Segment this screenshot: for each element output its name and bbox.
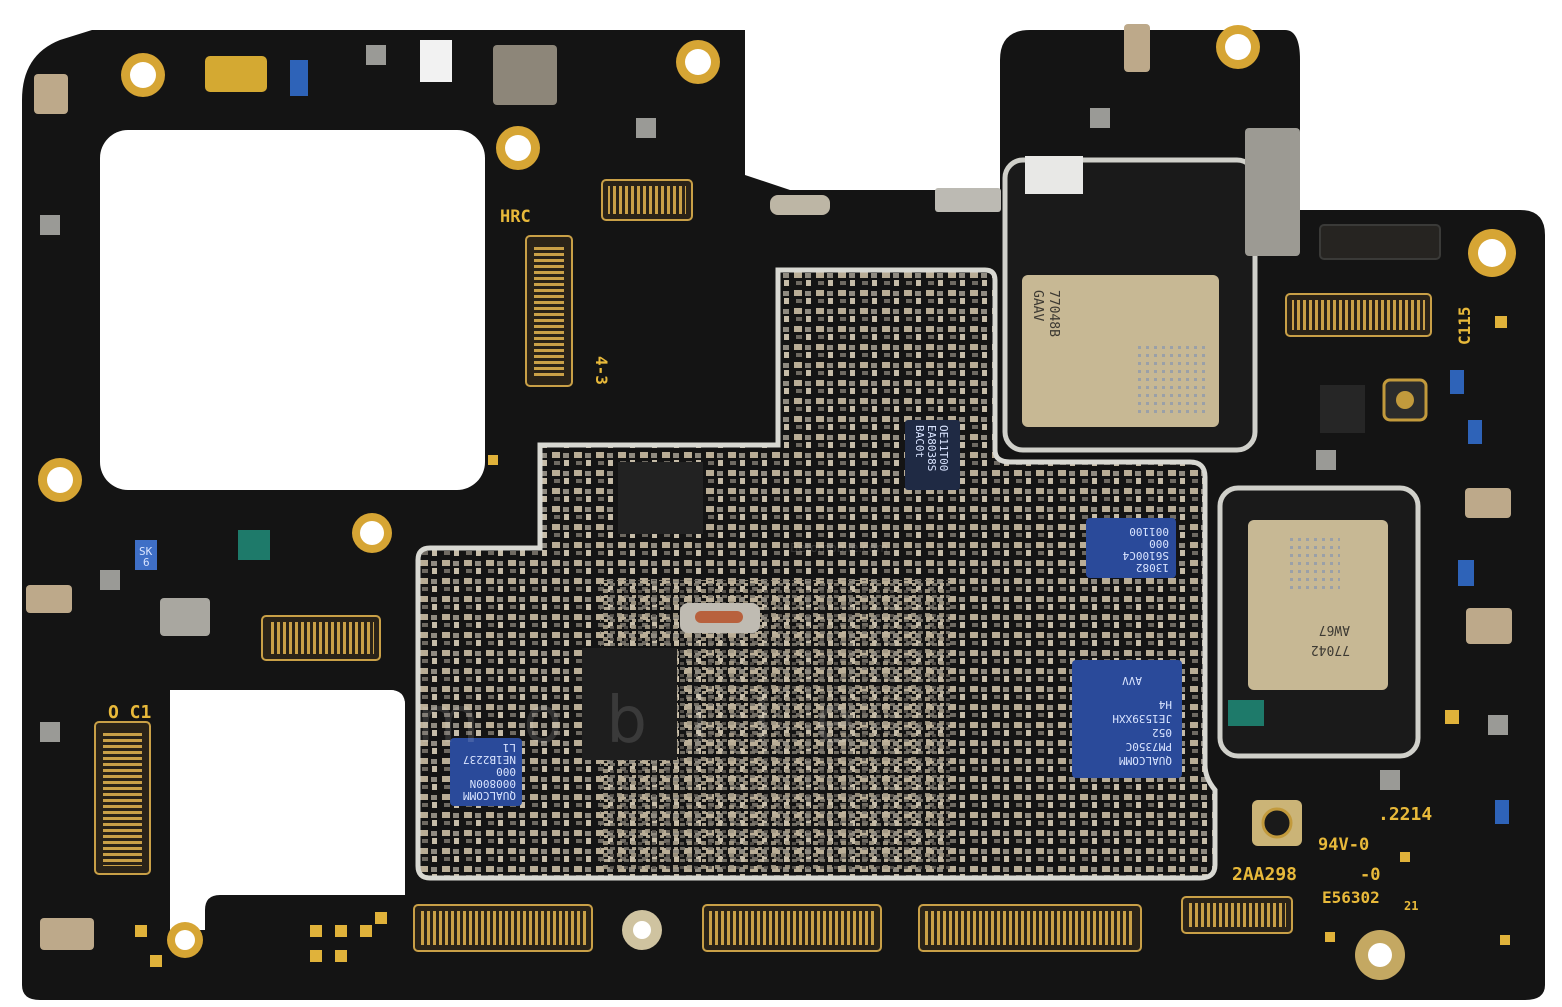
svg-text:77048B: 77048B — [1046, 290, 1061, 337]
gold-test-pads — [135, 316, 1510, 967]
rf-chip-top-marking: 77048B GAAV — [1030, 290, 1061, 337]
rf-chip-right-marking: 77042 AW67 — [1311, 622, 1350, 657]
svg-text:OE11T00: OE11T00 — [937, 425, 950, 471]
svg-text:77042: 77042 — [1311, 642, 1350, 657]
rf-chip-right — [1248, 520, 1388, 690]
svg-text:052: 052 — [1152, 726, 1172, 739]
svg-text:000: 000 — [1149, 537, 1169, 550]
svg-text:NE1B2237: NE1B2237 — [463, 753, 516, 766]
svg-text:13082: 13082 — [1136, 561, 1169, 574]
svg-text:L1: L1 — [503, 741, 516, 754]
mounting-holes — [38, 25, 1516, 980]
svg-text:AW67: AW67 — [1319, 622, 1350, 637]
svg-text:QUALCOMM: QUALCOMM — [463, 789, 516, 802]
watermark-small: Betomobile.com — [790, 541, 888, 555]
svg-text:-0: -0 — [1360, 865, 1380, 885]
svg-text:001100: 001100 — [1129, 525, 1169, 538]
blue-small-chip: SK 6 — [139, 545, 153, 569]
svg-text:GAAV: GAAV — [1030, 290, 1045, 321]
svg-text:PM7350C: PM7350C — [1126, 740, 1172, 753]
svg-text:S6100C4: S6100C4 — [1122, 549, 1169, 562]
svg-text:C115: C115 — [1455, 306, 1474, 345]
blue-components — [135, 60, 1509, 824]
mid-qualcomm-chip: 13082 S6100C4 000 001100 — [1086, 518, 1176, 578]
svg-text:O C1: O C1 — [108, 702, 151, 723]
svg-text:QUALCOMM: QUALCOMM — [1119, 754, 1172, 767]
left-qualcomm-chip: QUALCOMM 000800N 000 NE1B2237 L1 — [450, 738, 522, 806]
board-connectors — [94, 179, 1441, 952]
silkscreen-labels: HRC 4-3 C115 O C1 .2214 94V-0 -0 2AA298 … — [108, 207, 1474, 913]
pmic-chip: QUALCOMM PM7350C 052 JE1539XXH H4 AVV — [1072, 660, 1182, 778]
svg-text:.2214: .2214 — [1378, 804, 1432, 825]
svg-text:000800N: 000800N — [470, 777, 516, 790]
svg-text:E56302: E56302 — [1322, 888, 1380, 907]
svg-text:4-3: 4-3 — [592, 356, 611, 385]
svg-text:94V-0: 94V-0 — [1318, 835, 1369, 855]
svg-text:HRC: HRC — [500, 207, 531, 227]
svg-text:H4: H4 — [1158, 698, 1172, 711]
black-ic-center — [582, 648, 677, 760]
svg-text:AVV: AVV — [1122, 674, 1142, 687]
spring-contacts — [26, 24, 1512, 950]
svg-text:JE1539XXH: JE1539XXH — [1112, 712, 1172, 725]
svg-text:6: 6 — [143, 556, 150, 569]
svg-text:21: 21 — [1404, 899, 1418, 913]
svg-text:BAC0t: BAC0t — [913, 425, 926, 458]
rf-coax-connectors — [40, 45, 1508, 846]
svg-text:2AA298: 2AA298 — [1232, 864, 1297, 885]
svg-text:EA8038S: EA8038S — [925, 425, 938, 471]
cutout-top-left — [100, 130, 485, 490]
watermark-text: rebmobile — [180, 684, 898, 758]
svg-text:000: 000 — [496, 765, 516, 778]
svg-text:SK: SK — [139, 545, 153, 558]
qfn-chip: OE11T00 EA8038S BAC0t — [905, 420, 960, 490]
